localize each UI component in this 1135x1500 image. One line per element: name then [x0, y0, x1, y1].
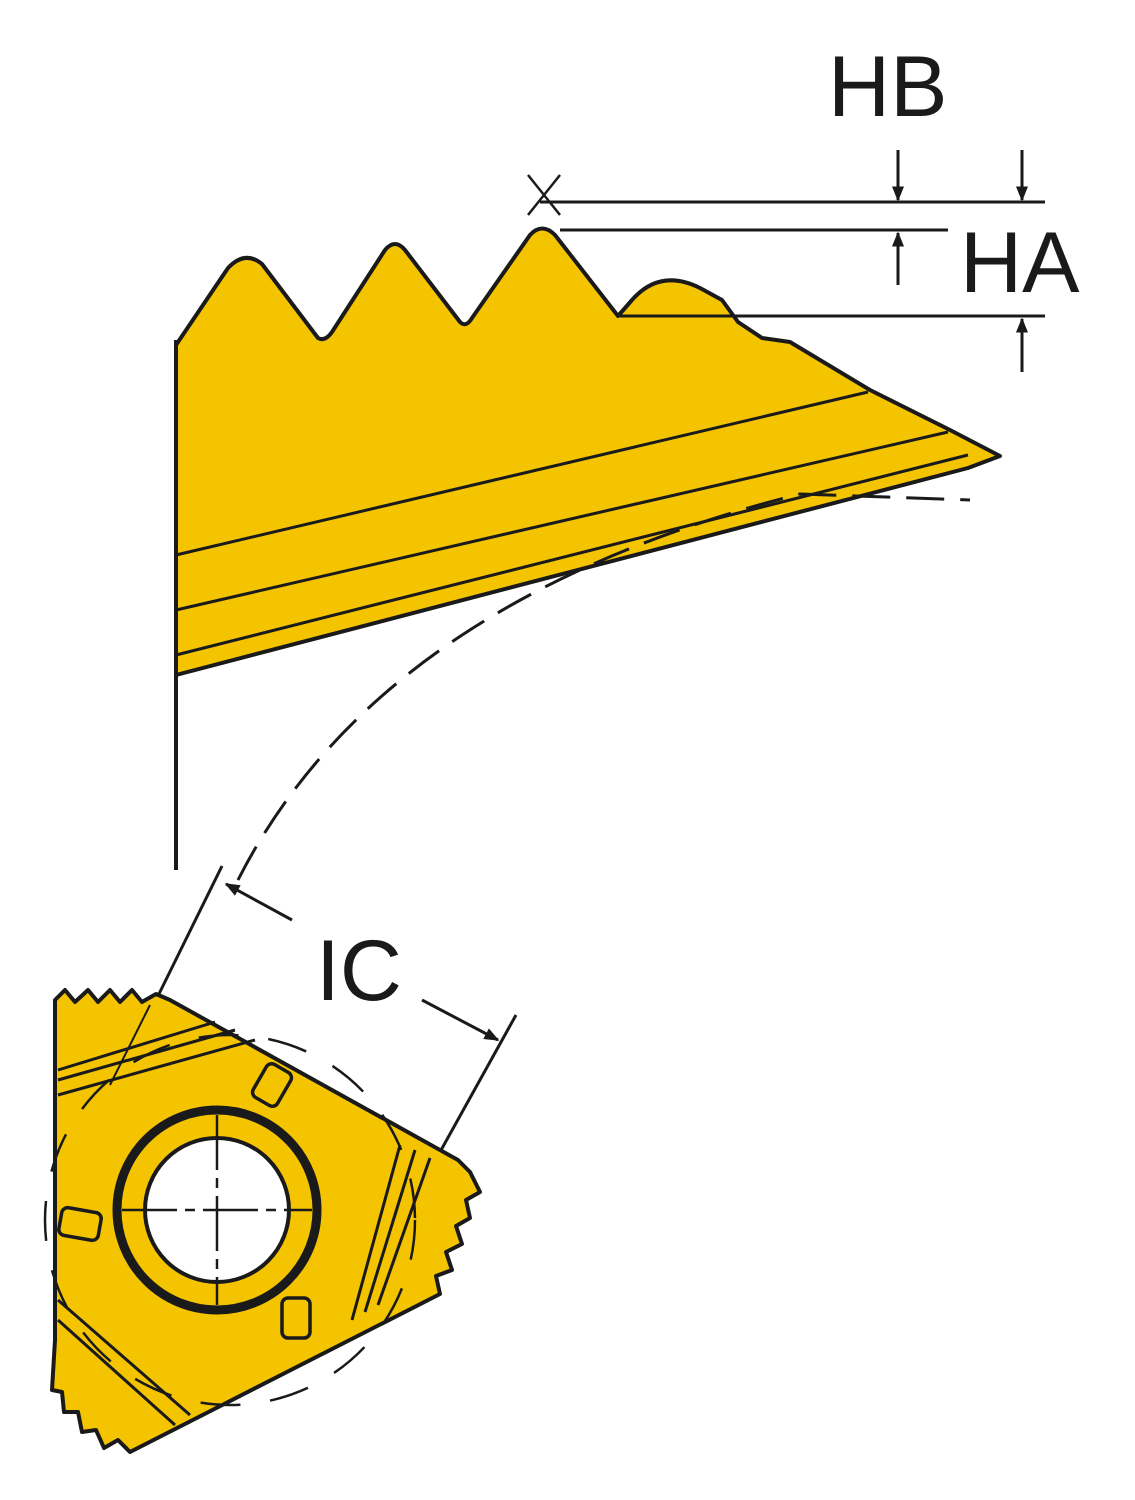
ic-dimension: [154, 865, 518, 1153]
dimension-lines: [527, 150, 1045, 372]
ha-label: HA: [960, 215, 1080, 311]
thread-profile-blade: [174, 226, 1002, 677]
hb-label: HB: [828, 39, 947, 135]
ic-label: IC: [316, 923, 402, 1019]
ic-arc-dashed: [236, 492, 971, 881]
triangular-insert: [43, 988, 482, 1454]
